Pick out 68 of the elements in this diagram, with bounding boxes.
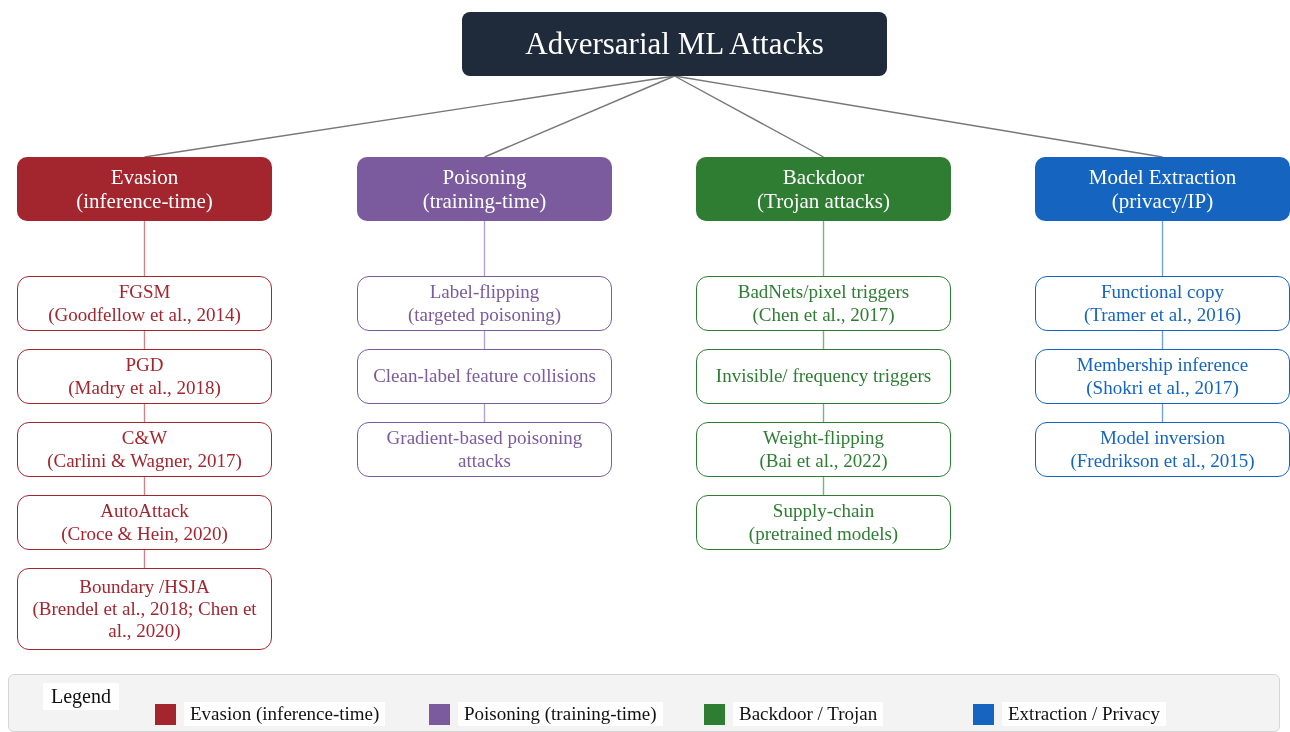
citation-text: (Bai et al., 2022) [759, 449, 888, 472]
attack-box [357, 276, 612, 331]
category-box [357, 157, 612, 221]
attack-name: Weight-flipping [763, 427, 884, 450]
attack-box [1035, 276, 1290, 331]
legend-text: Backdoor / Trojan [733, 702, 884, 726]
connector-line [483, 220, 486, 277]
attack-box [696, 276, 951, 331]
category-subtitle: (training-time) [422, 189, 547, 214]
root-box [462, 12, 887, 76]
citation-text: (Brendel et al., 2018; Chen et al., 2020) [31, 597, 258, 643]
attack-box [1035, 422, 1290, 477]
category-subtitle: (Trojan attacks) [757, 189, 890, 214]
connector-line [673, 75, 825, 158]
citation-text: (Chen et al., 2017) [752, 303, 895, 326]
attack-name: Clean-label feature collisions [373, 365, 596, 388]
attack-box [17, 568, 272, 650]
attack-name: Functional copy [1101, 281, 1224, 304]
citation-text: (Goodfellow et al., 2014) [48, 303, 241, 326]
attack-box [17, 422, 272, 477]
attack-box [17, 276, 272, 331]
attack-box [696, 422, 951, 477]
attack-name: Gradient-based poisoning attacks [385, 427, 584, 472]
citation-text: (Carlini & Wagner, 2017) [47, 449, 242, 472]
legend-text: Evasion (inference-time) [184, 702, 386, 726]
legend-title: Legend [43, 683, 119, 710]
attack-name: FGSM [118, 281, 171, 304]
attack-name: Boundary /HSJA [79, 575, 210, 598]
attack-name: Model inversion [1099, 427, 1226, 450]
attack-box [1035, 349, 1290, 404]
attack-box [696, 349, 951, 404]
category-title: Backdoor [782, 164, 865, 189]
category-box [17, 157, 272, 221]
attack-box [357, 349, 612, 404]
connector-line [143, 220, 146, 277]
category-box [696, 157, 951, 221]
legend-text: Extraction / Privacy [1002, 702, 1166, 726]
category-subtitle: (inference-time) [76, 189, 213, 214]
attack-name: Supply-chain [772, 500, 875, 523]
title-text: Adversarial ML Attacks [525, 26, 824, 62]
category-title: Model Extraction [1088, 164, 1237, 189]
connector-line [483, 75, 676, 158]
connector-line [673, 75, 1164, 158]
category-title: Evasion [110, 164, 179, 189]
citation-text: (Madry et al., 2018) [68, 376, 221, 399]
legend-text: Poisoning (training-time) [458, 702, 663, 726]
category-subtitle: (privacy/IP) [1111, 189, 1214, 214]
attack-name: Invisible/ frequency triggers [715, 365, 932, 388]
category-box [1035, 157, 1290, 221]
attack-box [357, 422, 612, 477]
attack-name: Membership inference [1076, 354, 1249, 377]
attack-name: AutoAttack [100, 500, 189, 523]
attack-name: PGD [125, 354, 164, 377]
attack-name: BadNets/pixel triggers [737, 281, 910, 304]
citation-text: (targeted poisoning) [407, 303, 562, 326]
citation-text: (Shokri et al., 2017) [1086, 376, 1239, 399]
attack-box [696, 495, 951, 550]
category-title: Poisoning [442, 164, 527, 189]
citation-text: (Fredrikson et al., 2015) [1070, 449, 1255, 472]
citation-text: (Tramer et al., 2016) [1083, 303, 1242, 326]
citation-text: (pretrained models) [748, 522, 899, 545]
citation-text: (Croce & Hein, 2020) [61, 522, 228, 545]
connector-line [1161, 220, 1164, 277]
attack-box [17, 495, 272, 550]
attack-name: C&W [121, 427, 168, 450]
attack-name: Label-flipping [429, 281, 540, 304]
attack-box [17, 349, 272, 404]
connector-line [822, 220, 825, 277]
